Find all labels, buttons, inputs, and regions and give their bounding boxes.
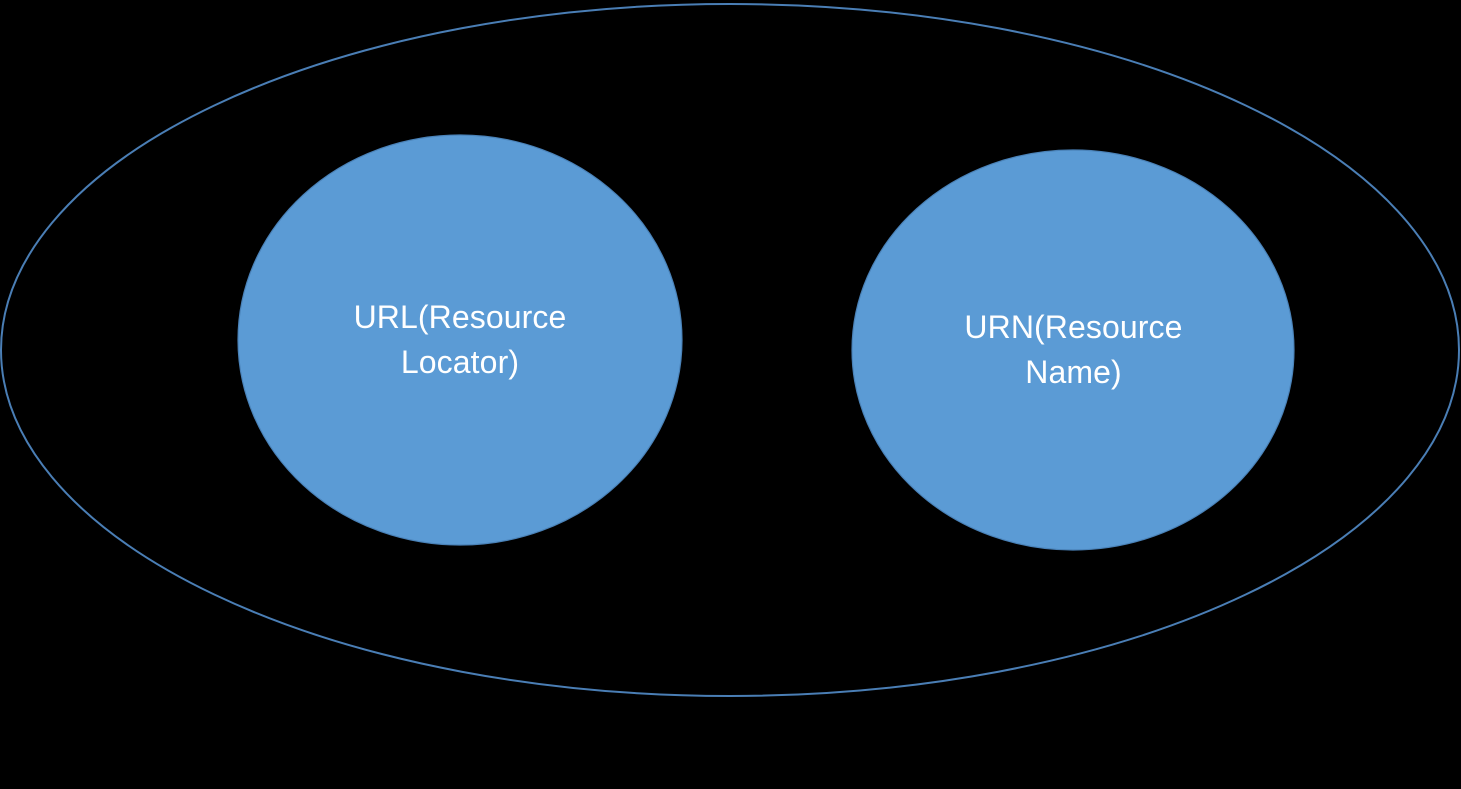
url-circle[interactable]	[237, 134, 683, 546]
uri-outer-ellipse	[0, 3, 1460, 697]
urn-circle[interactable]	[851, 149, 1295, 551]
